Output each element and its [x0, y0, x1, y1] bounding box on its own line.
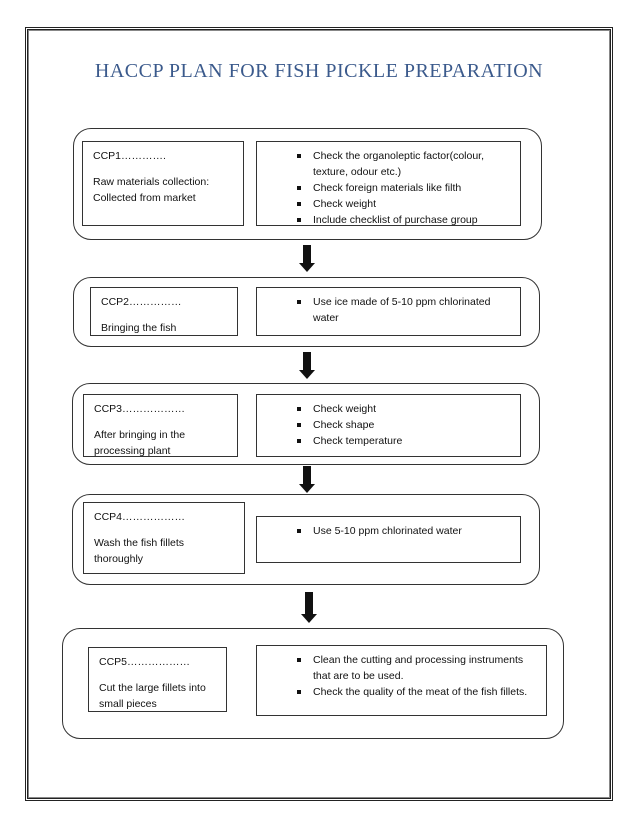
check-item: Check weight	[297, 196, 510, 212]
ccp-description: Collected from market	[93, 192, 196, 204]
ccp-label: CCP5………………	[99, 656, 191, 668]
step-5-ccp-box: CCP5……………… Cut the large fillets into sm…	[88, 647, 227, 712]
step-2-ccp-box: CCP2…………… Bringing the fish	[90, 287, 238, 336]
ccp-label: CCP2……………	[101, 296, 182, 308]
check-item: Use 5-10 ppm chlorinated water	[297, 523, 510, 539]
ccp-description: Raw materials collection:	[93, 176, 210, 188]
check-item: Check the quality of the meat of the fis…	[297, 684, 536, 700]
step-5-container	[62, 628, 564, 739]
step-5-checks-box: Clean the cutting and processing instrum…	[256, 645, 547, 716]
ccp-description: Bringing the fish	[101, 322, 177, 334]
step-3-ccp-box: CCP3……………… After bringing in the process…	[83, 394, 238, 457]
step-3-container	[72, 383, 540, 465]
check-item: Check weight	[297, 401, 510, 417]
step-1-checks-box: Check the organoleptic factor(colour, te…	[256, 141, 521, 226]
check-item: Check the organoleptic factor(colour, te…	[297, 148, 510, 180]
page-title: HACCP Plan for Fish Pickle Preparation	[94, 60, 544, 82]
step-1-ccp-box: CCP1…………. Raw materials collection: Coll…	[82, 141, 244, 226]
check-item: Use ice made of 5-10 ppm chlorinated wat…	[297, 294, 510, 326]
step-4-checks-box: Use 5-10 ppm chlorinated water	[256, 516, 521, 563]
step-2-checks-box: Use ice made of 5-10 ppm chlorinated wat…	[256, 287, 521, 336]
ccp-label: CCP4………………	[94, 511, 186, 523]
ccp-description: After bringing in the processing plant	[94, 429, 186, 457]
ccp-label: CCP1………….	[93, 150, 166, 162]
check-item: Check foreign materials like filth	[297, 180, 510, 196]
check-item: Include checklist of purchase group	[297, 212, 510, 225]
down-arrow-icon	[299, 245, 315, 272]
check-item: Check shape	[297, 417, 510, 433]
check-item: Clean the cutting and processing instrum…	[297, 652, 536, 684]
ccp-description: Cut the large fillets into small pieces	[99, 682, 206, 710]
check-item: Check temperature	[297, 433, 510, 449]
step-2-container	[73, 277, 540, 347]
down-arrow-icon	[299, 352, 315, 379]
down-arrow-icon	[299, 466, 315, 493]
ccp-label: CCP3………………	[94, 403, 186, 415]
step-4-ccp-box: CCP4……………… Wash the fish fillets thoroug…	[83, 502, 245, 574]
ccp-description: Wash the fish fillets thoroughly	[94, 537, 185, 565]
down-arrow-icon	[301, 592, 317, 623]
step-4-container	[72, 494, 540, 585]
page-border	[25, 27, 613, 801]
step-1-container	[73, 128, 542, 240]
